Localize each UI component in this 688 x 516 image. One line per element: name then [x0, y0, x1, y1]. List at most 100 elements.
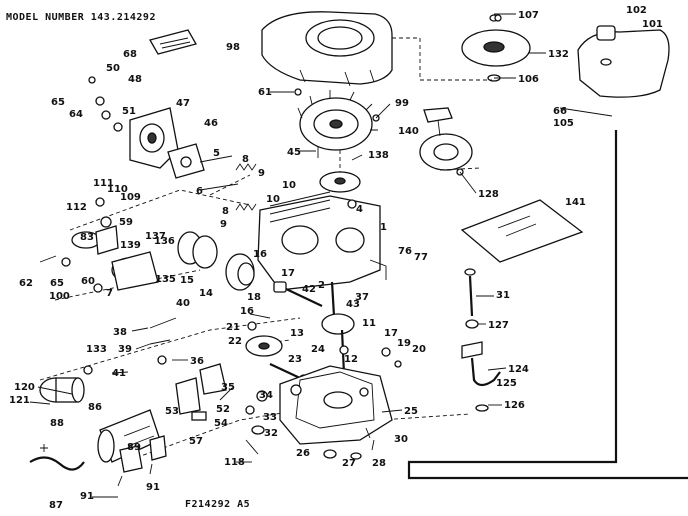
leader-lines: [37, 13, 546, 498]
label-14: 14: [199, 288, 213, 299]
label-47: 47: [176, 98, 190, 109]
label-65-top: 65: [51, 97, 65, 108]
label-127: 127: [488, 320, 509, 331]
label-138: 138: [368, 150, 389, 161]
rewind-starter: [419, 107, 473, 171]
model-number-title: MODEL NUMBER 143.214292: [6, 12, 156, 23]
label-40: 40: [176, 298, 190, 309]
instruction-card: [460, 199, 584, 263]
label-21: 21: [226, 322, 240, 333]
label-98: 98: [226, 42, 240, 53]
label-13: 13: [290, 328, 304, 339]
label-83: 83: [80, 232, 94, 243]
label-35: 35: [221, 382, 235, 393]
label-135: 135: [155, 274, 176, 285]
label-18: 18: [247, 292, 261, 303]
label-91-left: 91: [80, 491, 94, 502]
label-65-bottom: 65: [50, 278, 64, 289]
label-125: 125: [496, 378, 517, 389]
diagram-code: F214292 A5: [185, 499, 250, 510]
starter-clutch: [319, 171, 361, 193]
rope-pulley-plate: [461, 14, 531, 82]
control-bracket: [119, 435, 167, 473]
label-41: 41: [112, 368, 126, 379]
label-109: 109: [120, 192, 141, 203]
label-139: 139: [120, 240, 141, 251]
cylinder-block: [257, 191, 387, 291]
label-88: 88: [50, 418, 64, 429]
label-64: 64: [69, 109, 83, 120]
label-10-top: 10: [282, 180, 296, 191]
label-87: 87: [49, 500, 63, 511]
label-141: 141: [565, 197, 586, 208]
label-15: 15: [180, 275, 194, 286]
label-30: 30: [394, 434, 408, 445]
label-25: 25: [404, 406, 418, 417]
label-27: 27: [342, 458, 356, 469]
label-107: 107: [518, 10, 539, 21]
label-20: 20: [412, 344, 426, 355]
carburetor-body: [129, 107, 179, 169]
label-42: 42: [302, 284, 316, 295]
label-66: 66: [553, 106, 567, 117]
label-11: 11: [362, 318, 376, 329]
label-8-bottom: 8: [222, 206, 229, 217]
label-23: 23: [288, 354, 302, 365]
label-54: 54: [214, 418, 228, 429]
fuel-line-hose: [29, 444, 85, 471]
label-28-bottom: 28: [372, 458, 386, 469]
label-45: 45: [287, 147, 301, 158]
breather-parts: [177, 231, 255, 291]
label-48: 48: [128, 74, 142, 85]
label-16-top: 16: [253, 249, 267, 260]
label-60: 60: [81, 276, 95, 287]
label-132: 132: [548, 49, 569, 60]
label-61: 61: [258, 87, 272, 98]
label-37: 37: [355, 292, 369, 303]
label-8-top: 8: [242, 154, 249, 165]
label-17-right: 17: [384, 328, 398, 339]
label-62: 62: [19, 278, 33, 289]
small-hardware-left: [29, 76, 177, 487]
label-137: 137: [145, 231, 166, 242]
label-7: 7: [106, 288, 113, 299]
governor-parts: [175, 363, 227, 421]
label-100: 100: [49, 291, 70, 302]
label-126: 126: [504, 400, 525, 411]
label-46: 46: [204, 118, 218, 129]
fuel-tank: [559, 25, 670, 117]
label-39: 39: [118, 344, 132, 355]
label-1: 1: [380, 222, 387, 233]
label-52: 52: [216, 404, 230, 415]
label-77: 77: [414, 252, 428, 263]
dipstick-tube: [461, 268, 501, 412]
label-112: 112: [66, 202, 87, 213]
label-53: 53: [165, 406, 179, 417]
label-86: 86: [88, 402, 102, 413]
label-59: 59: [119, 217, 133, 228]
flywheel: [297, 90, 378, 151]
label-120: 120: [14, 382, 35, 393]
label-101: 101: [642, 19, 663, 30]
label-32: 32: [264, 428, 278, 439]
label-24: 24: [311, 344, 325, 355]
label-76: 76: [398, 246, 412, 257]
label-51: 51: [122, 106, 136, 117]
label-26: 26: [296, 448, 310, 459]
label-99: 99: [395, 98, 409, 109]
label-16-bottom: 16: [240, 306, 254, 317]
label-17-left: 17: [281, 268, 295, 279]
label-9-bottom: 9: [220, 219, 227, 230]
label-6: 6: [196, 186, 203, 197]
label-57: 57: [189, 436, 203, 447]
carburetor-assembly: [71, 225, 159, 291]
label-2: 2: [318, 280, 325, 291]
part-labels: 68 50 48 65 64 47 51 46 5 8 9 6 10 8 9 1…: [9, 5, 663, 511]
label-124: 124: [508, 364, 529, 375]
label-106: 106: [518, 74, 539, 85]
label-12: 12: [344, 354, 358, 365]
label-128: 128: [478, 189, 499, 200]
label-50: 50: [106, 63, 120, 74]
sump-base: [279, 365, 393, 445]
